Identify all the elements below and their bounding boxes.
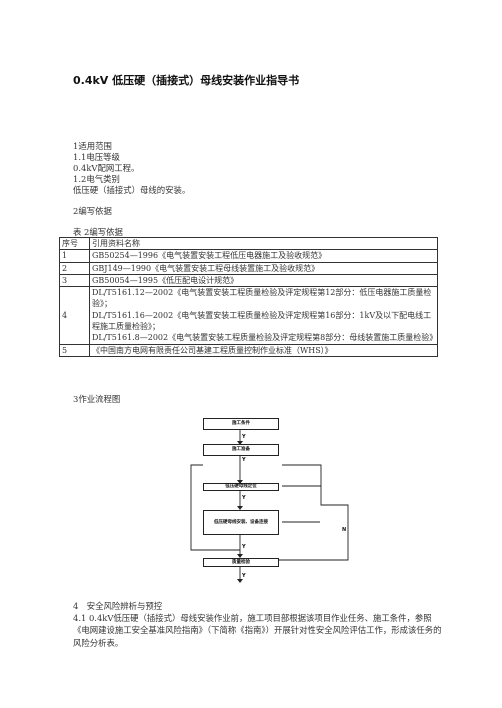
table-row: 4 DL/T5161.12—2002《电气装置安装工程质量检验及评定规程第12部… bbox=[59, 286, 438, 345]
row-name-part: DL/T5161.12—2002《电气装置安装工程质量检验及评定规程第12部分：… bbox=[92, 288, 432, 309]
section-1-1-text: 0.4kV配网工程。 bbox=[73, 163, 140, 173]
flow-yes-label: Y bbox=[242, 495, 246, 501]
row-name: GB50254—1996《电气装置安装工程低压电器施工及验收规范》 bbox=[89, 249, 438, 263]
row-name: GB50054—1995《低压配电设计规范》 bbox=[89, 273, 438, 288]
section-2-heading: 2编写依据 bbox=[73, 206, 112, 216]
flow-step-positioning: 低压硬母线定位 bbox=[203, 483, 279, 491]
section-1-1: 1.1电压等级 bbox=[73, 152, 120, 162]
section-1-2-text: 低压硬（插接式）母线的安装。 bbox=[73, 185, 191, 195]
table-caption: 表 2编写依据 bbox=[73, 227, 123, 237]
flow-yes-label: Y bbox=[242, 457, 246, 463]
section-1-heading: 1适用范围 bbox=[73, 141, 112, 151]
flow-yes-label: Y bbox=[242, 434, 246, 440]
table-header-row: 序号 引用资料名称 bbox=[59, 236, 438, 251]
table-row: 5 《中国南方电网有限责任公司基建工程质量控制作业标准（WHS）》 bbox=[59, 343, 438, 357]
flow-no-label: N bbox=[342, 527, 347, 533]
row-name-part: DL/T5161.16—2002《电气装置安装工程质量检验及评定规程第16部分：… bbox=[92, 310, 432, 332]
document-title: 0.4kV 低压硬（插接式）母线安装作业指导书 bbox=[73, 74, 300, 87]
table-row: 3 GB50054—1995《低压配电设计规范》 bbox=[59, 273, 438, 288]
section-3-heading: 3作业流程图 bbox=[73, 394, 121, 404]
row-name: GBJ149—1990《电气装置安装工程母线装置施工及验收规范》 bbox=[89, 261, 438, 275]
row-name: 《中国南方电网有限责任公司基建工程质量控制作业标准（WHS）》 bbox=[89, 343, 438, 357]
section-1-2: 1.2电气类别 bbox=[73, 174, 120, 184]
flow-yes-label: Y bbox=[242, 573, 246, 579]
flow-yes-label: Y bbox=[242, 544, 246, 550]
table-row: 2 GBJ149—1990《电气装置安装工程母线装置施工及验收规范》 bbox=[59, 261, 438, 275]
header-name: 引用资料名称 bbox=[89, 236, 438, 251]
row-name-part: DL/T5161.8—2002《电气装置安装工程质量检验及评定规程第8部分：母线… bbox=[92, 333, 438, 343]
reference-table: 序号 引用资料名称 1 GB50254—1996《电气装置安装工程低压电器施工及… bbox=[59, 236, 438, 357]
row-name: DL/T5161.12—2002《电气装置安装工程质量检验及评定规程第12部分：… bbox=[89, 286, 438, 345]
section-4-heading: 4 安全风险辨析与预控 bbox=[73, 601, 163, 611]
table-row: 1 GB50254—1996《电气装置安装工程低压电器施工及验收规范》 bbox=[59, 249, 438, 263]
flow-step-conditions: 施工条件 bbox=[203, 418, 279, 430]
flow-step-installation: 低压硬母线安装、设备连接 bbox=[203, 510, 279, 535]
section-4-paragraph: 4.1 0.4kV低压硬（插接式）母线安装作业前，施工项目部根据该项目作业任务、… bbox=[73, 613, 442, 648]
flow-step-inspection: 质量检验 bbox=[203, 558, 279, 567]
flow-step-preparation: 施工准备 bbox=[203, 444, 279, 456]
